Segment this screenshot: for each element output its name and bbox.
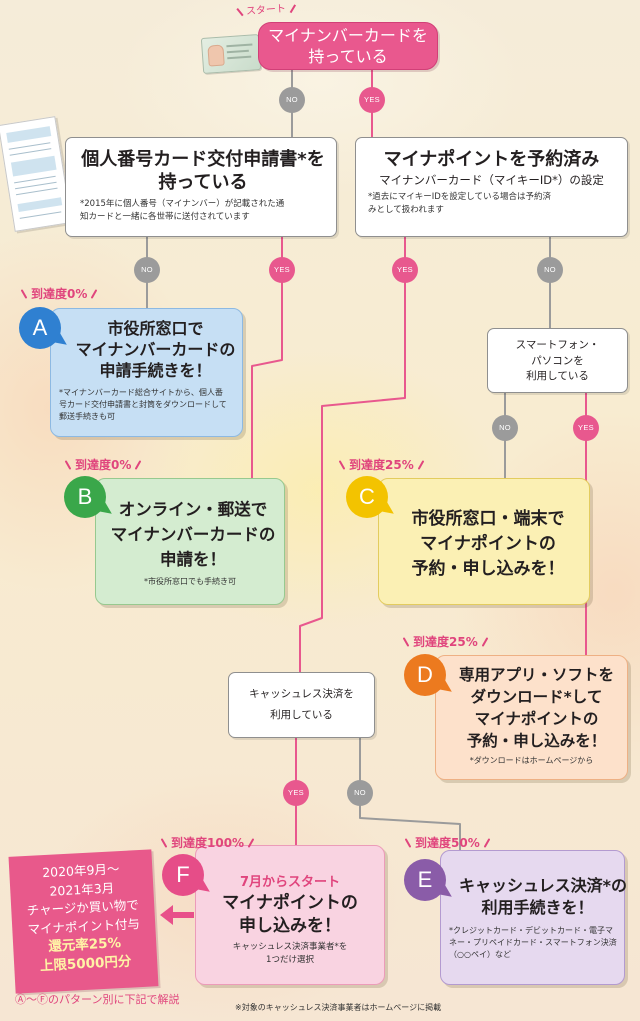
connector-reserved-yes bbox=[299, 236, 406, 673]
card-text-line bbox=[227, 55, 252, 60]
portrait-icon bbox=[207, 44, 225, 67]
yes-badge: YES bbox=[573, 415, 599, 441]
progress-label: 到達度100% bbox=[160, 836, 255, 850]
form-field-block bbox=[17, 197, 63, 213]
outcome-note-line: ネー・プリペイドカード・スマートフォン決済 bbox=[449, 938, 617, 947]
connector-form-yes bbox=[251, 236, 283, 479]
no-badge: NO bbox=[537, 257, 563, 283]
question-note-line: *過去にマイキーIDを設定している場合は予約済 bbox=[368, 192, 552, 202]
card-text-line bbox=[226, 49, 249, 54]
form-rule bbox=[19, 211, 62, 219]
question-point-reserved: マイナポイントを予約済み マイナンバーカード（マイキーID*）の設定 *過去にマ… bbox=[355, 137, 628, 237]
outcome-box: 市役所窓口で マイナンバーカードの 申請手続きを！ *マイナンバーカード総合サイ… bbox=[50, 308, 243, 437]
question-smartphone-pc: スマートフォン・ パソコンを 利用している bbox=[487, 328, 628, 393]
outcome-note-line: 号カード交付申請書と封筒をダウンロードして bbox=[59, 400, 227, 409]
no-badge: NO bbox=[134, 257, 160, 283]
question-subtitle: マイナンバーカード（マイキーID*）の設定 bbox=[379, 173, 604, 187]
question-line: キャッシュレス決済を bbox=[249, 688, 354, 700]
outcome-title-line: マイナポイントの bbox=[222, 893, 358, 913]
outcome-title-line: 市役所窓口で bbox=[107, 319, 204, 338]
question-cashless: キャッシュレス決済を 利用している bbox=[228, 672, 375, 738]
yes-badge: YES bbox=[269, 257, 295, 283]
outcome-note-line: 1つだけ選択 bbox=[266, 955, 314, 965]
question-title-line: 個人番号カード交付申請書*を bbox=[81, 149, 325, 170]
yes-badge: YES bbox=[392, 257, 418, 283]
yes-badge: YES bbox=[359, 87, 385, 113]
outcome-letter-badge: D bbox=[404, 654, 446, 696]
outcome-title-line: キャッシュレス決済*の bbox=[459, 876, 628, 895]
outcome-title-line: マイナポイントの bbox=[420, 534, 556, 554]
outcome-title-line: 申請手続きを！ bbox=[99, 361, 212, 380]
outcome-letter-badge: A bbox=[19, 307, 61, 349]
form-rule bbox=[15, 187, 58, 196]
outcome-note-line: キャッシュレス決済事業者*を bbox=[232, 942, 348, 952]
question-line: スマートフォン・ bbox=[515, 339, 600, 351]
form-field-block bbox=[10, 155, 57, 177]
outcome-note-line: *マイナンバーカード総合サイトから、個人番 bbox=[59, 388, 223, 397]
progress-label: 到達度25% bbox=[402, 635, 489, 649]
outcome-title-line: 申し込みを！ bbox=[239, 916, 341, 936]
outcome-box: オンライン・郵送で マイナンバーカードの 申請を！ *市役所窓口でも手続き可 bbox=[95, 478, 285, 605]
progress-label: 到達度0% bbox=[20, 287, 98, 301]
outcome-letter-badge: E bbox=[404, 859, 446, 901]
outcome-box: 7月からスタート マイナポイントの 申し込みを！ キャッシュレス決済事業者*を … bbox=[195, 845, 385, 985]
form-rule bbox=[9, 148, 52, 156]
campaign-info-box: 2020年9月～ 2021年3月 チャージか買い物で マイナポイント付与 還元率… bbox=[8, 849, 159, 994]
question-note-line: 知カードと一緒に各世帯に送付されています bbox=[80, 212, 250, 222]
outcome-letter-badge: C bbox=[346, 476, 388, 518]
no-badge: NO bbox=[279, 87, 305, 113]
question-line: 利用している bbox=[526, 370, 589, 382]
outcome-note-line: *ダウンロードはホームページから bbox=[469, 756, 594, 765]
arrow-to-campaign-icon bbox=[160, 905, 194, 925]
progress-label: 到達度0% bbox=[64, 458, 142, 472]
outcome-box: 市役所窓口・端末で マイナポイントの 予約・申し込みを！ bbox=[378, 478, 590, 605]
start-question-box: マイナンバーカードを 持っている bbox=[258, 22, 438, 70]
outcome-title-line: 市役所窓口・端末で bbox=[411, 509, 565, 529]
yes-badge: YES bbox=[283, 780, 309, 806]
outcome-title-line: ダウンロード*して bbox=[470, 688, 603, 706]
outcome-box: キャッシュレス決済*の 利用手続きを！ *クレジットカード・デビットカード・電子… bbox=[440, 850, 628, 985]
question-title: マイナポイントを予約済み bbox=[383, 149, 600, 170]
outcome-title-line: 申請を！ bbox=[160, 550, 226, 569]
outcome-title-line: オンライン・郵送で bbox=[118, 500, 268, 519]
outcome-title-line: マイナンバーカードの bbox=[75, 340, 236, 359]
question-note-line: みとして扱われます bbox=[368, 205, 444, 215]
outcome-note-line: 郵送手続きも可 bbox=[59, 412, 115, 421]
outcome-note-line: *クレジットカード・デビットカード・電子マ bbox=[449, 926, 613, 935]
outcome-note-line: *市役所窓口でも手続き可 bbox=[144, 577, 236, 586]
outcome-note-line: （○○ペイ）など bbox=[449, 950, 511, 959]
outcome-title-line: 専用アプリ・ソフトを bbox=[458, 666, 614, 684]
no-badge: NO bbox=[347, 780, 373, 806]
footer-legend: Ⓐ～Ⓕのパターン別に下記で解説 bbox=[15, 993, 180, 1006]
outcome-title-line: マイナポイントの bbox=[474, 710, 599, 728]
question-line: 利用している bbox=[270, 709, 333, 721]
question-title-line: 持っている bbox=[158, 172, 248, 193]
start-question-line: 持っている bbox=[308, 47, 388, 66]
outcome-letter-badge: B bbox=[64, 476, 106, 518]
outcome-letter-badge: F bbox=[162, 854, 204, 896]
question-application-form: 個人番号カード交付申請書*を 持っている *2015年に個人番号（マイナンバー）… bbox=[65, 137, 337, 237]
outcome-title-line: 予約・申し込みを！ bbox=[466, 732, 607, 750]
progress-label: 到達度50% bbox=[404, 836, 491, 850]
progress-label: 到達度25% bbox=[338, 458, 425, 472]
footer-note: ※対象のキャッシュレス決済事業者はホームページに掲載 bbox=[235, 1003, 442, 1012]
no-badge: NO bbox=[492, 415, 518, 441]
question-line: パソコンを bbox=[531, 354, 584, 367]
card-text-line bbox=[226, 43, 253, 48]
outcome-title-line: 利用手続きを！ bbox=[481, 898, 594, 917]
outcome-box: 専用アプリ・ソフトを ダウンロード*して マイナポイントの 予約・申し込みを！ … bbox=[435, 655, 628, 780]
start-question-line: マイナンバーカードを bbox=[268, 26, 428, 45]
outcome-lead: 7月からスタート bbox=[239, 875, 341, 890]
outcome-title-line: 予約・申し込みを！ bbox=[411, 559, 565, 579]
my-number-card-icon bbox=[200, 34, 262, 74]
outcome-title-line: マイナンバーカードの bbox=[110, 525, 276, 544]
question-note-line: *2015年に個人番号（マイナンバー）が記載された通 bbox=[80, 199, 285, 209]
form-field-block bbox=[6, 126, 52, 143]
